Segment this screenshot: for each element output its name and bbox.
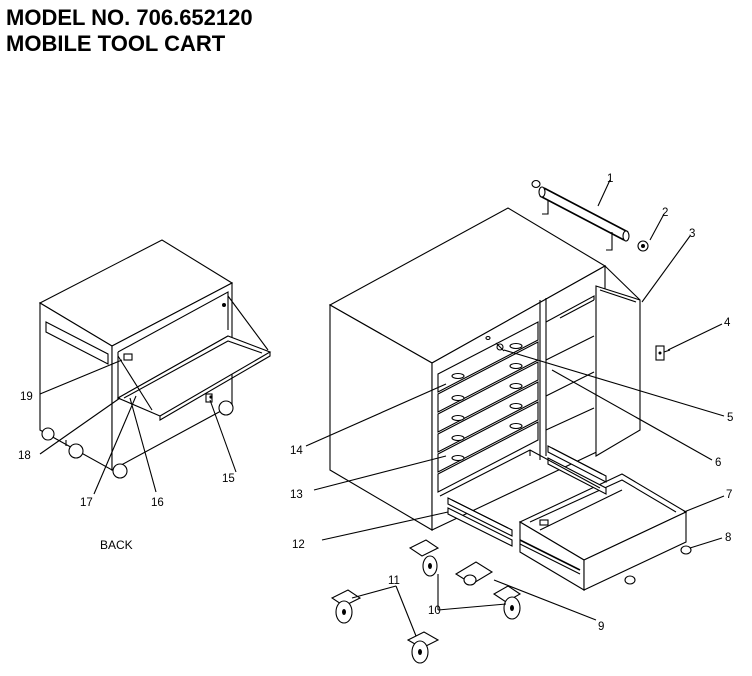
model-number-title: MODEL NO. 706.652120 (6, 5, 253, 30)
leader-lines (39, 179, 725, 637)
callout-numbers: 1 2 3 4 5 6 7 8 9 10 11 12 13 14 15 16 1… (18, 173, 733, 633)
callout-13: 13 (290, 489, 303, 501)
callout-12: 12 (292, 539, 305, 551)
handle-assembly (531, 179, 649, 252)
callout-14: 14 (290, 445, 303, 457)
callout-8: 8 (725, 532, 731, 544)
main-cabinet (328, 207, 641, 531)
product-name-title: MOBILE TOOL CART (6, 31, 226, 56)
callout-5: 5 (727, 412, 733, 424)
callout-2: 2 (662, 207, 668, 219)
callout-9: 9 (598, 621, 604, 633)
callout-19: 19 (20, 391, 33, 403)
back-view-cabinet (38, 239, 272, 479)
callout-4: 4 (724, 317, 731, 329)
drawer-slides (447, 445, 607, 547)
callout-15: 15 (222, 473, 235, 485)
callout-11: 11 (388, 575, 400, 587)
back-view-label: BACK (100, 538, 133, 552)
casters (330, 539, 692, 664)
callout-18: 18 (18, 450, 31, 462)
drawer-opening (439, 449, 601, 497)
callout-17: 17 (80, 497, 93, 509)
callout-6: 6 (715, 457, 721, 469)
drawer-stack (437, 321, 539, 493)
callout-10: 10 (428, 605, 441, 617)
callout-7: 7 (726, 489, 732, 501)
callout-16: 16 (151, 497, 164, 509)
bottom-drawer (518, 473, 688, 591)
callout-1: 1 (607, 173, 613, 185)
callout-3: 3 (689, 228, 695, 240)
door-bracket (655, 345, 671, 361)
